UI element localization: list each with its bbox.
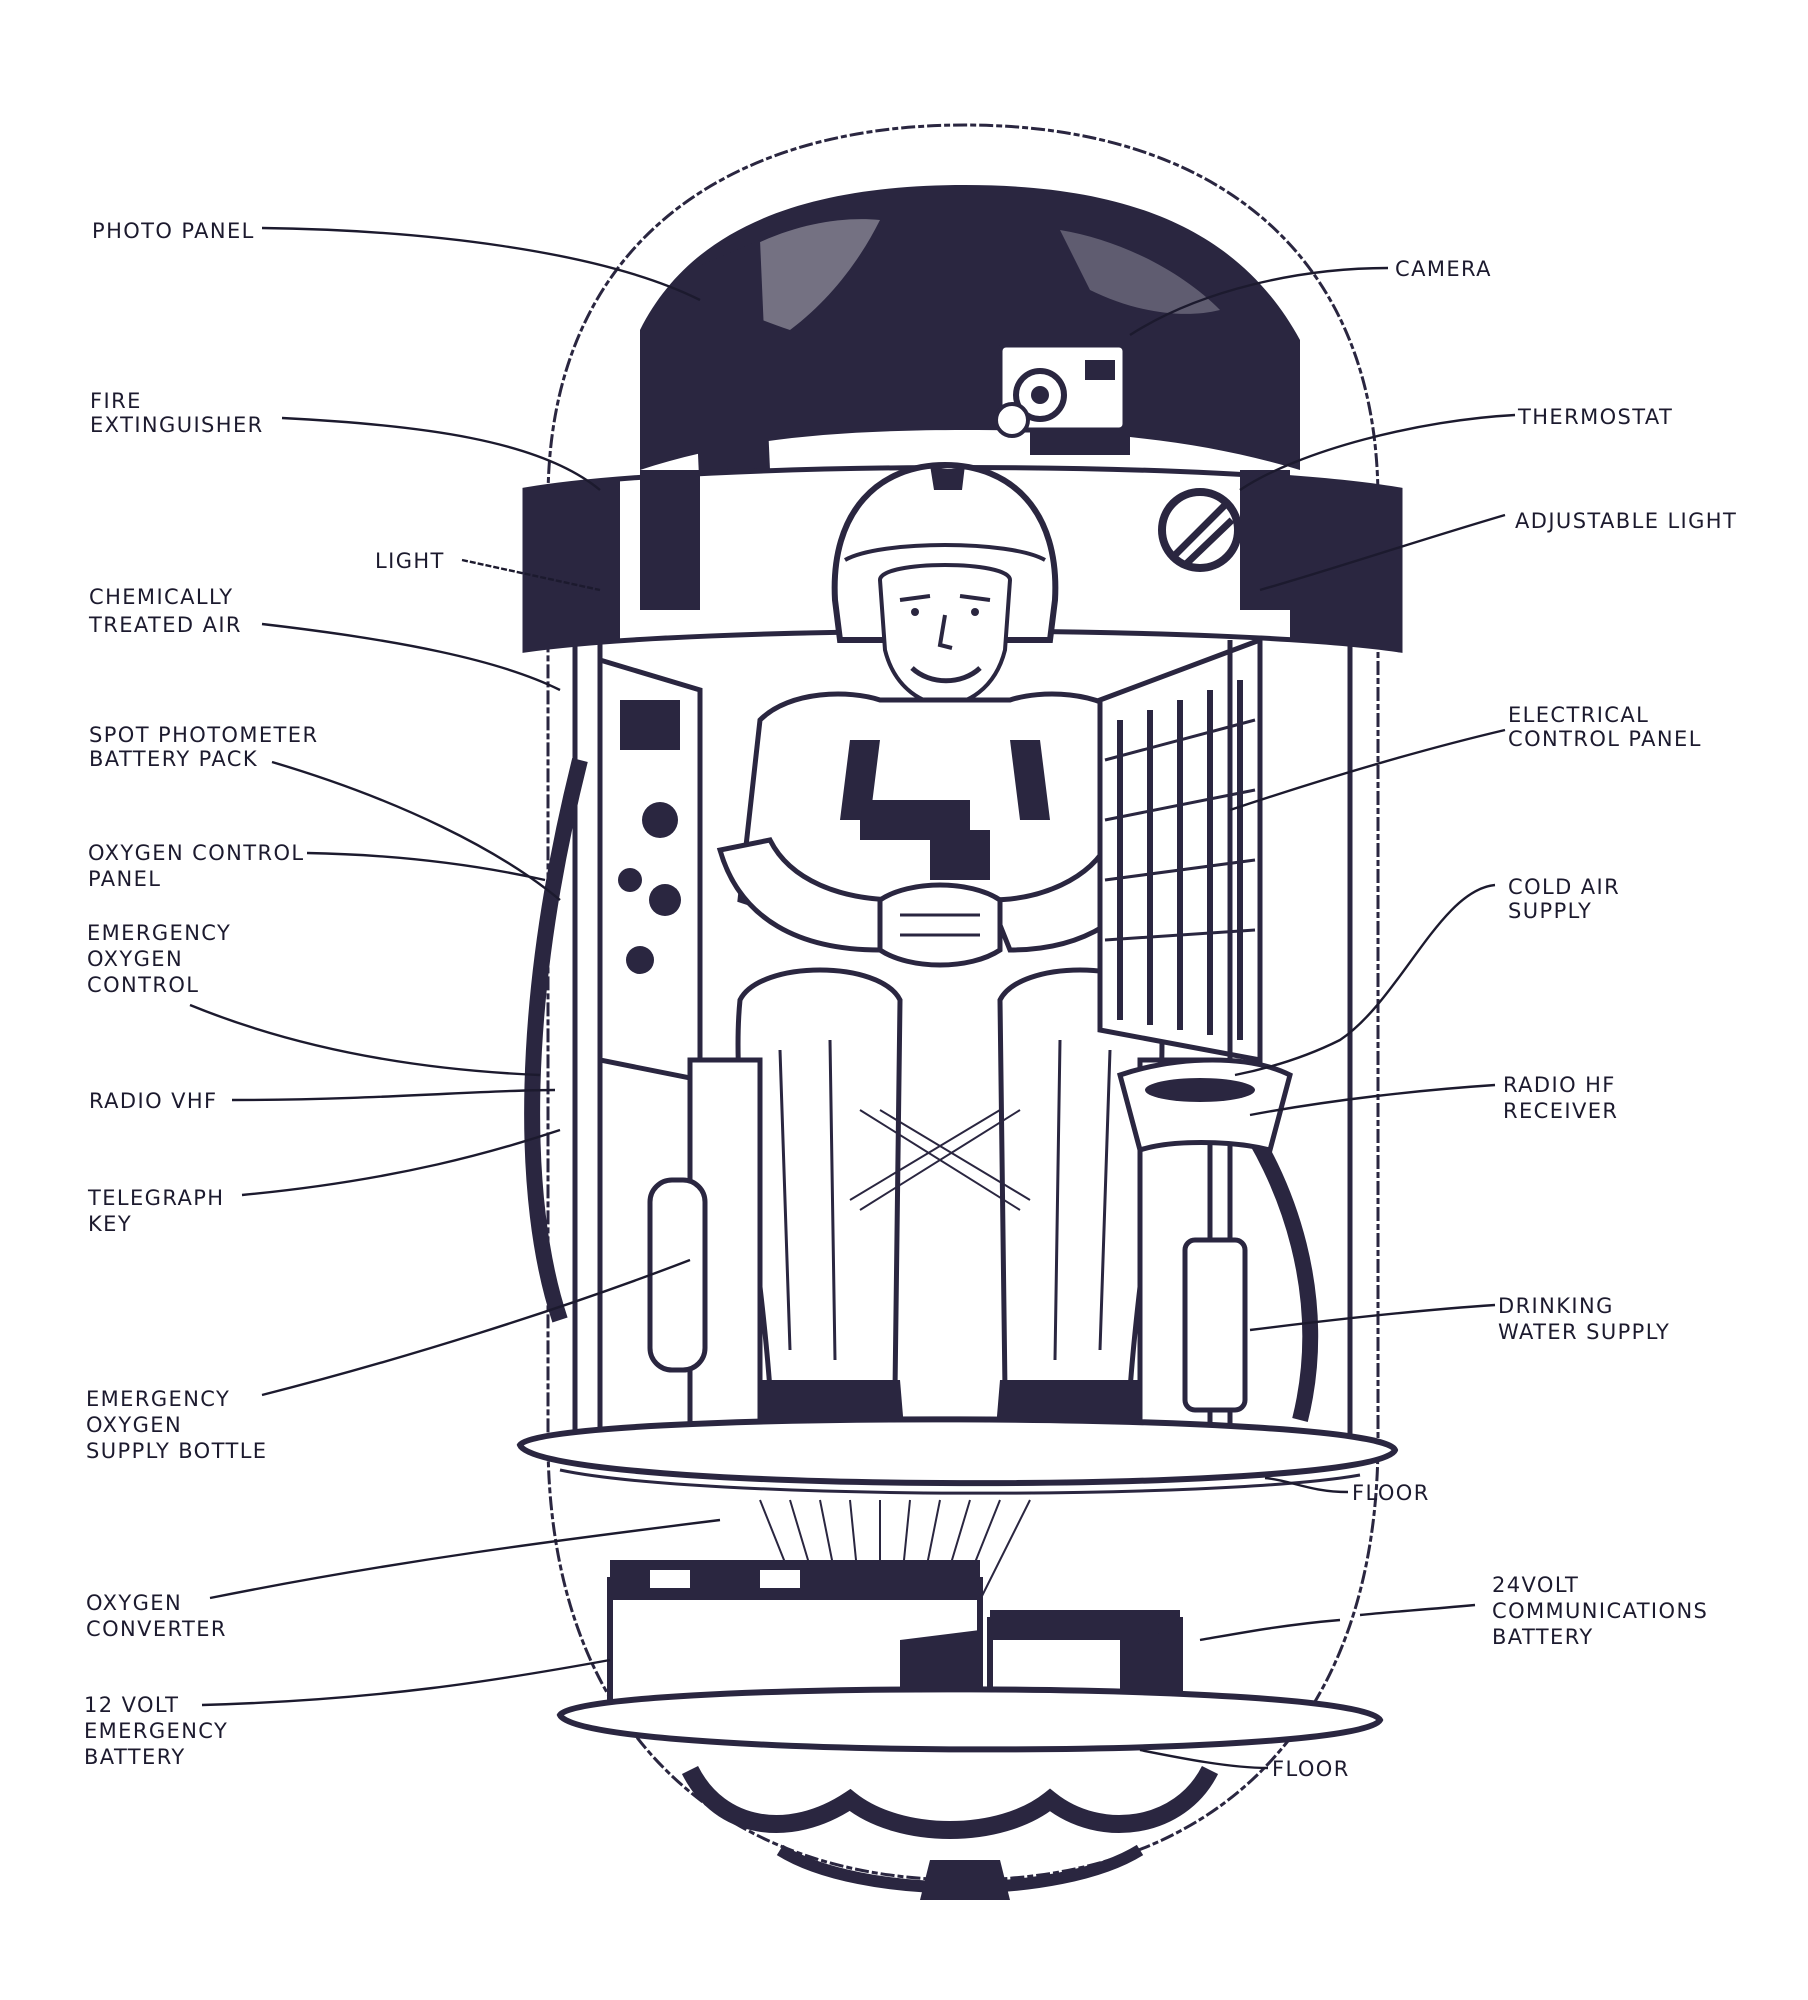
label-electrical-control-panel: ELECTRICAL CONTROL PANEL (1508, 703, 1702, 751)
label-floor-lower: FLOOR (1272, 1757, 1350, 1781)
label-oxygen-control-panel: OXYGEN CONTROL PANEL (88, 841, 313, 891)
label-spot-photometer-battery-pack: SPOT PHOTOMETER BATTERY PACK (89, 723, 327, 771)
emergency-battery-part (607, 1560, 983, 1713)
label-photo-panel: PHOTO PANEL (92, 219, 255, 243)
capsule-illustration (516, 123, 1403, 1900)
label-adjustable-light: ADJUSTABLE LIGHT (1515, 509, 1737, 533)
camera-part (994, 342, 1130, 455)
pilot-figure (716, 461, 1170, 1450)
labels-left: PHOTO PANEL FIRE EXTINGUISHER LIGHT CHEM… (84, 219, 445, 1769)
leader-lines (189, 226, 1516, 1770)
label-radio-hf-receiver: RADIO HF RECEIVER (1503, 1073, 1624, 1123)
label-floor-upper: FLOOR (1352, 1481, 1430, 1505)
label-fire-extinguisher: FIRE EXTINGUISHER (90, 389, 264, 437)
label-cold-air-supply: COLD AIR SUPPLY (1508, 875, 1628, 923)
communications-battery-part (987, 1610, 1183, 1703)
upper-floor-disc (516, 1416, 1399, 1487)
labels-right: CAMERA THERMOSTAT ADJUSTABLE LIGHT ELECT… (1272, 257, 1737, 1781)
label-light: LIGHT (375, 549, 445, 573)
label-radio-vhf: RADIO VHF (89, 1089, 218, 1113)
label-12-volt-emergency-battery: 12 VOLT EMERGENCY BATTERY (84, 1693, 236, 1769)
label-camera: CAMERA (1395, 257, 1492, 281)
label-thermostat: THERMOSTAT (1517, 405, 1673, 429)
electrical-panel-part (1097, 636, 1263, 1064)
label-emergency-oxygen-control: EMERGENCY OXYGEN CONTROL (87, 921, 239, 997)
lower-floor-disc (556, 1686, 1384, 1753)
label-oxygen-converter: OXYGEN CONVERTER (86, 1591, 227, 1641)
label-telegraph-key: TELEGRAPH KEY (87, 1186, 233, 1236)
seat-part (647, 1057, 1293, 1443)
label-chemically-treated-air: CHEMICALLY TREATED AIR (88, 585, 242, 637)
photo-panel-part (690, 240, 770, 500)
upper-dome-interior (640, 185, 1300, 470)
label-24-volt-communications-battery: 24VOLT COMMUNICATIONS BATTERY (1492, 1573, 1716, 1649)
label-drinking-water-supply: DRINKING WATER SUPPLY (1498, 1294, 1670, 1344)
label-emergency-oxygen-supply-bottle: EMERGENCY OXYGEN SUPPLY BOTTLE (86, 1387, 267, 1463)
left-control-panel (597, 656, 703, 1084)
